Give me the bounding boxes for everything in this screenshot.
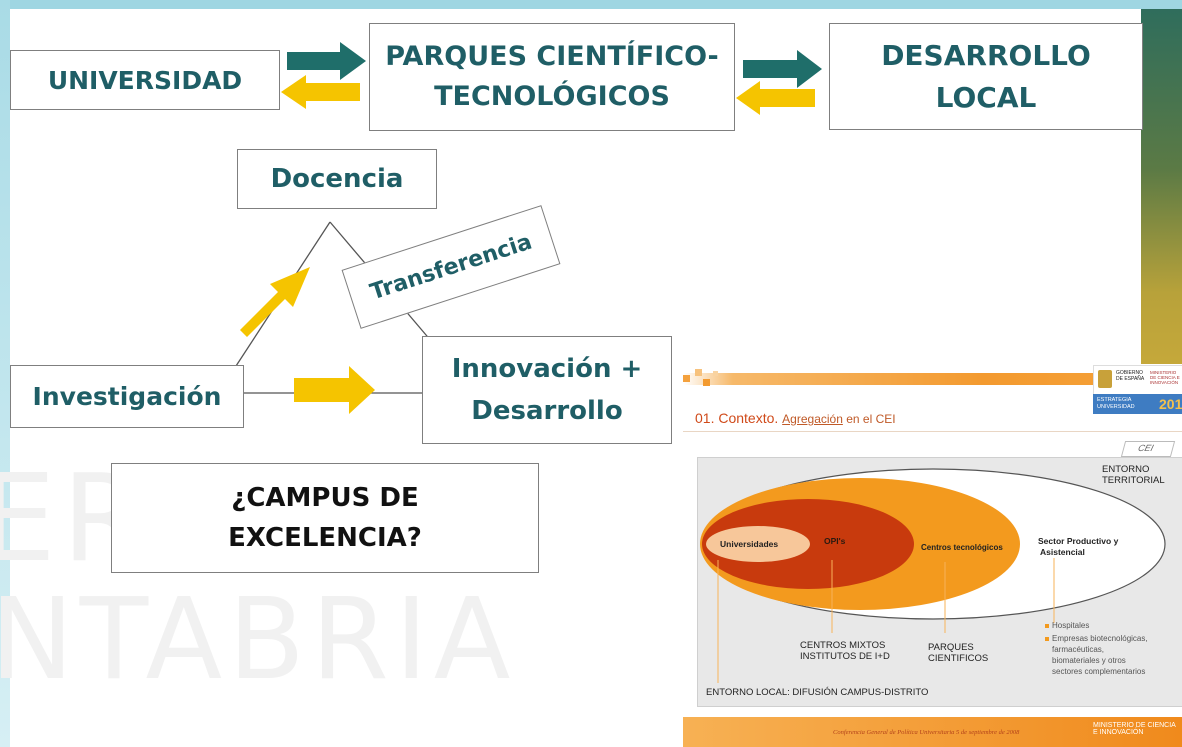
cei-diagram-panel: ENTORNO TERRITORIAL Universidades OPI's …: [697, 457, 1182, 707]
yellow-arrow-2: [736, 81, 815, 115]
gov-ministry-label: MINISTERIO DE CIENCIA E INNOVACIÓN: [1150, 370, 1180, 385]
innovacion-label-line-1: Innovación +: [451, 354, 643, 384]
inset-footer: Conferencia General de Política Universi…: [683, 717, 1182, 747]
hospitales-label: Hospitales: [1052, 621, 1090, 630]
desarrollo-label-line-2: LOCAL: [935, 80, 1037, 114]
estrategia-year: 201: [1159, 396, 1182, 412]
cei-tag-label: CEI: [1136, 443, 1155, 453]
universidades-ellipse: [706, 526, 810, 562]
empresas-bullet: [1045, 637, 1049, 641]
universidad-box: UNIVERSIDAD: [10, 50, 280, 110]
centros-mixtos-label-2: INSTITUTOS DE I+D: [800, 651, 890, 662]
inset-title-agg: Agregación: [782, 412, 843, 426]
parques-label-2: CIENTIFICOS: [928, 653, 989, 664]
innovacion-label-line-2: Desarrollo: [471, 396, 623, 426]
investigacion-label: Investigación: [32, 382, 222, 411]
opis-label: OPI's: [824, 536, 846, 546]
inset-pixel-decoration: [683, 369, 718, 386]
top-frame-strip: [0, 0, 1182, 9]
empresas-label-1: Empresas biotecnológicas,: [1052, 634, 1148, 643]
parques-label-line-2: TECNOLÓGICOS: [434, 81, 670, 112]
desarrollo-local-box: DESARROLLO LOCAL: [829, 23, 1143, 130]
universidades-label: Universidades: [720, 539, 779, 549]
inset-gov-logo: GOBIERNO DE ESPAÑA MINISTERIO DE CIENCIA…: [1093, 365, 1182, 395]
inset-footer-ministry: MINISTERIO DE CIENCIA E INNOVACIÓN: [1093, 722, 1176, 736]
parques-box: PARQUES CIENTÍFICO- TECNOLÓGICOS: [369, 23, 735, 131]
cei-tag: CEI: [1120, 441, 1176, 457]
estrategia-label: ESTRATEGIA UNIVERSIDAD: [1097, 397, 1135, 410]
campus-question-box: ¿CAMPUS DE EXCELENCIA?: [111, 463, 539, 573]
parques-label-line-1: PARQUES CIENTÍFICO-: [385, 41, 719, 72]
desarrollo-label-line-1: DESARROLLO: [881, 38, 1091, 72]
teal-arrow-2: [743, 50, 822, 88]
question-line-2: EXCELENCIA?: [228, 523, 422, 553]
inset-footer-conference: Conferencia General de Política Universi…: [833, 729, 1020, 736]
estrategia-badge: ESTRATEGIA UNIVERSIDAD 201: [1093, 394, 1182, 414]
entorno-territorial-label-2: TERRITORIAL: [1102, 475, 1165, 486]
empresas-label-2: farmacéuticas,: [1052, 645, 1105, 654]
yellow-arrow-1: [281, 75, 360, 109]
empresas-label-4: sectores complementarios: [1052, 667, 1146, 676]
entorno-local-label: ENTORNO LOCAL: DIFUSIÓN CAMPUS-DISTRITO: [706, 687, 929, 698]
watermark-line-2: NTABRIA: [0, 575, 517, 705]
inset-slide: GOBIERNO DE ESPAÑA MINISTERIO DE CIENCIA…: [683, 365, 1182, 747]
sector-label-2: Asistencial: [1040, 547, 1085, 557]
universidad-label: UNIVERSIDAD: [47, 65, 243, 95]
right-gradient-bar: [1141, 9, 1182, 364]
gov-crest-icon: [1098, 370, 1112, 388]
centros-mixtos-label-1: CENTROS MIXTOS: [800, 640, 886, 651]
cei-ellipses: [700, 468, 1166, 683]
docencia-label: Docencia: [270, 164, 404, 194]
empresas-label-3: biomateriales y otros: [1052, 656, 1126, 665]
investigacion-box: Investigación: [10, 365, 244, 428]
inset-title: 01. Contexto. Agregación en el CEI: [695, 410, 896, 426]
question-line-1: ¿CAMPUS DE: [231, 483, 419, 513]
inset-title-separator: [683, 431, 1182, 432]
left-frame-strip: [0, 0, 10, 747]
yellow-diagonal-arrow: [240, 267, 310, 337]
teal-arrow-1: [287, 42, 366, 80]
inset-title-suffix: en el CEI: [842, 412, 896, 426]
parques-label-1: PARQUES: [928, 642, 974, 653]
centros-tecnologicos-label: Centros tecnológicos: [921, 543, 1003, 552]
gov-top-label: GOBIERNO DE ESPAÑA: [1116, 370, 1145, 382]
inset-title-prefix: 01. Contexto.: [695, 410, 779, 426]
entorno-territorial-label-1: ENTORNO: [1102, 464, 1150, 475]
docencia-box: Docencia: [237, 149, 437, 209]
yellow-horizontal-arrow: [294, 366, 375, 414]
innovacion-box: Innovación + Desarrollo: [422, 336, 672, 444]
hospitales-bullet: [1045, 624, 1049, 628]
inset-top-bar: [683, 373, 1182, 385]
sector-label-1: Sector Productivo y: [1038, 536, 1119, 546]
